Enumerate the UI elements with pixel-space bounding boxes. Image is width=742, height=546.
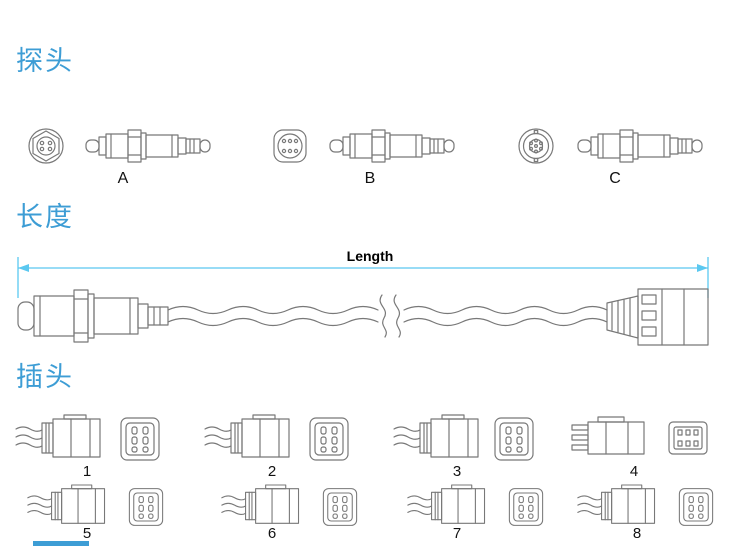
length-dimension-label: Length xyxy=(346,248,394,264)
probe-a-label: A xyxy=(117,170,129,187)
section-title-length: 长度 xyxy=(16,202,74,232)
probe-c-front-view-drawing xyxy=(518,128,554,164)
plug-7-face-view-drawing xyxy=(508,488,544,526)
sensor-with-cable-drawing xyxy=(17,288,709,346)
probe-c-label: C xyxy=(609,170,621,187)
probe-b-front-view-drawing xyxy=(273,129,307,163)
plug-7-label: 7 xyxy=(452,525,462,542)
probe-c-side-view-drawing xyxy=(577,129,703,163)
plug-5-label: 5 xyxy=(82,525,92,542)
plug-8-label: 8 xyxy=(632,525,642,542)
plug-1-side-view-drawing xyxy=(15,414,101,458)
plug-4-label: 4 xyxy=(629,463,639,480)
plug-6-label: 6 xyxy=(267,525,277,542)
section-title-plug: 插头 xyxy=(16,362,74,392)
bottom-blue-strip xyxy=(33,541,89,546)
plug-3-face-view-drawing xyxy=(494,417,534,461)
plug-5-face-view-drawing xyxy=(128,488,164,526)
probe-a-front-view-drawing xyxy=(28,128,64,164)
section-title-probe: 探头 xyxy=(16,46,74,76)
plug-5-side-view-drawing xyxy=(27,484,106,524)
plug-3-side-view-drawing xyxy=(393,414,479,458)
probe-b-label: B xyxy=(364,170,376,187)
length-dimension-line xyxy=(17,257,709,298)
plug-6-side-view-drawing xyxy=(221,484,300,524)
plug-1-label: 1 xyxy=(82,463,92,480)
plug-8-face-view-drawing xyxy=(678,488,714,526)
plug-2-label: 2 xyxy=(267,463,277,480)
plug-8-side-view-drawing xyxy=(577,484,656,524)
plug-3-label: 3 xyxy=(452,463,462,480)
plug-6-face-view-drawing xyxy=(322,488,358,526)
plug-2-side-view-drawing xyxy=(204,414,290,458)
plug-4-side-view-drawing xyxy=(571,416,645,455)
plug-7-side-view-drawing xyxy=(407,484,486,524)
probe-a-side-view-drawing xyxy=(85,129,211,163)
plug-1-face-view-drawing xyxy=(120,417,160,461)
plug-2-face-view-drawing xyxy=(309,417,349,461)
plug-4-face-view-drawing xyxy=(668,421,708,455)
probe-b-side-view-drawing xyxy=(329,129,455,163)
